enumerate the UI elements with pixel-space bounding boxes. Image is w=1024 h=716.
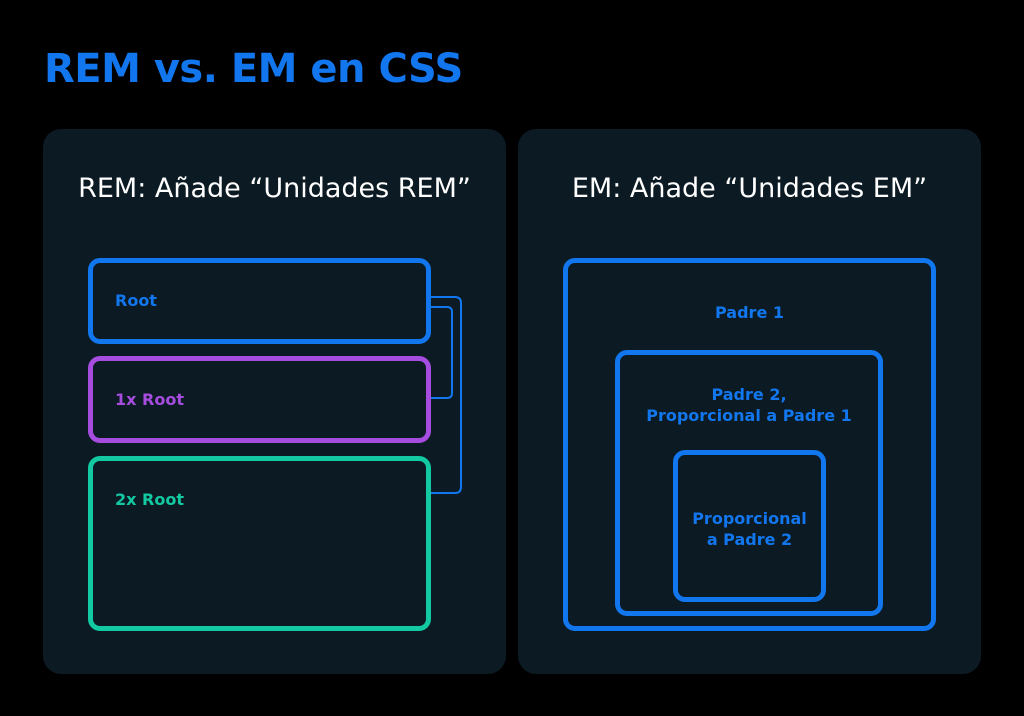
- padre-1-box: Padre 1: [563, 258, 936, 631]
- em-panel: EM: Añade “Unidades EM”: [518, 129, 981, 674]
- padre-2-label: Padre 2,: [711, 385, 787, 404]
- 1x-root-box: 1x Root: [88, 356, 431, 443]
- padre-2-box: Padre 2, Proporcional a Padre 1: [615, 350, 883, 616]
- 2x-root-label: 2x Root: [115, 490, 184, 509]
- 1x-root-label: 1x Root: [115, 390, 184, 409]
- inner-box: Proporcional a Padre 2: [673, 450, 826, 602]
- rem-panel-title: REM: Añade “Unidades REM”: [78, 173, 471, 204]
- root-box: Root: [88, 258, 431, 344]
- inner-label: Proporcional: [692, 509, 807, 528]
- root-label: Root: [115, 291, 157, 310]
- padre-2-sublabel: Proporcional a Padre 1: [646, 406, 852, 425]
- inner-sublabel: a Padre 2: [706, 530, 793, 549]
- em-panel-title: EM: Añade “Unidades EM”: [571, 173, 928, 204]
- padre-1-label: Padre 1: [715, 303, 784, 322]
- 2x-root-box: 2x Root: [88, 456, 431, 631]
- page-title: REM vs. EM en CSS: [44, 46, 463, 92]
